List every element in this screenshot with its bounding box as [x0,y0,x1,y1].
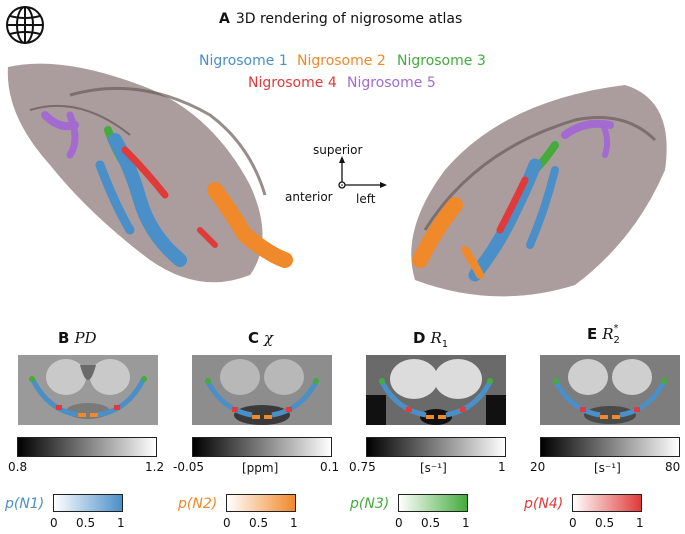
axis-superior-label: superior [313,143,363,157]
prob-n3-label: p(N3) [350,496,390,512]
panel-e-image [540,355,680,425]
prob-n1-tick-mid: 0.5 [76,516,96,530]
prob-n4-colorbar [572,494,642,512]
right-3d-rendering [385,80,685,310]
prob-n1-tick-1: 1 [117,516,125,530]
panel-e-unit: [s⁻¹] [594,461,621,475]
panel-c-tick-max: 0.1 [320,460,340,474]
legend-nigrosome-2: Nigrosome 2 [297,53,386,69]
panel-c-symbol: χ [264,329,274,347]
prob-n1-label: p(N1) [5,496,45,512]
panel-c-image [192,355,332,425]
legend-nigrosome-5: Nigrosome 5 [347,75,436,91]
panel-e-symbol: R [602,325,614,343]
left-3d-rendering [0,55,300,305]
panel-b-symbol: PD [74,329,97,347]
orientation-axes [330,155,390,195]
prob-n3-colorbar [398,494,468,512]
panel-d-tick-min: 0.75 [349,460,376,474]
panel-b-image [18,355,158,425]
legend-nigrosome-4: Nigrosome 4 [248,75,337,91]
panel-b-letter: B [58,329,70,347]
panel-a-title: A 3D rendering of nigrosome atlas [219,11,462,27]
panel-e-letter: E [587,325,598,343]
panel-a-letter: A [219,11,230,27]
panel-c-tick-min: -0.05 [173,460,205,474]
legend-nigrosome-3: Nigrosome 3 [397,53,486,69]
prob-n4-tick-0: 0 [569,516,577,530]
prob-n4-tick-1: 1 [636,516,644,530]
prob-n4-label: p(N4) [524,496,564,512]
panel-a-title-text: 3D rendering of nigrosome atlas [235,11,463,27]
prob-n1-colorbar [53,494,123,512]
panel-d-symbol: R [430,329,442,347]
panel-e-subscript: 2 [613,335,620,346]
prob-n3-tick-1: 1 [462,516,470,530]
panel-e-superscript: * [613,323,619,334]
panel-c-unit: [ppm] [242,461,279,475]
panel-e-tick-min: 20 [530,460,546,474]
prob-n2-tick-1: 1 [290,516,298,530]
panel-d-letter: D [413,329,426,347]
globe-icon[interactable] [4,4,46,46]
panel-d-subscript: 1 [441,339,449,350]
panel-d-unit: [s⁻¹] [420,461,447,475]
panel-d-tick-max: 1 [498,460,506,474]
prob-n4-tick-mid: 0.5 [595,516,615,530]
prob-n3-tick-mid: 0.5 [421,516,441,530]
axis-anterior-label: anterior [285,190,333,204]
panel-d-image [366,355,506,425]
panel-d-colorbar [366,437,506,457]
prob-n3-tick-0: 0 [395,516,403,530]
legend-nigrosome-1: Nigrosome 1 [199,53,288,69]
panel-e-tick-max: 80 [665,460,681,474]
panel-b-tick-min: 0.8 [8,460,28,474]
panel-c-colorbar [192,437,332,457]
panel-b-tick-max: 1.2 [145,460,165,474]
prob-n2-tick-0: 0 [223,516,231,530]
panel-c-letter: C [248,329,260,347]
prob-n2-tick-mid: 0.5 [249,516,269,530]
axis-left-label: left [356,192,376,206]
prob-n1-tick-0: 0 [50,516,58,530]
prob-n2-colorbar [226,494,296,512]
panel-b-colorbar [17,437,157,457]
prob-n2-label: p(N2) [178,496,218,512]
panel-e-colorbar [540,437,680,457]
